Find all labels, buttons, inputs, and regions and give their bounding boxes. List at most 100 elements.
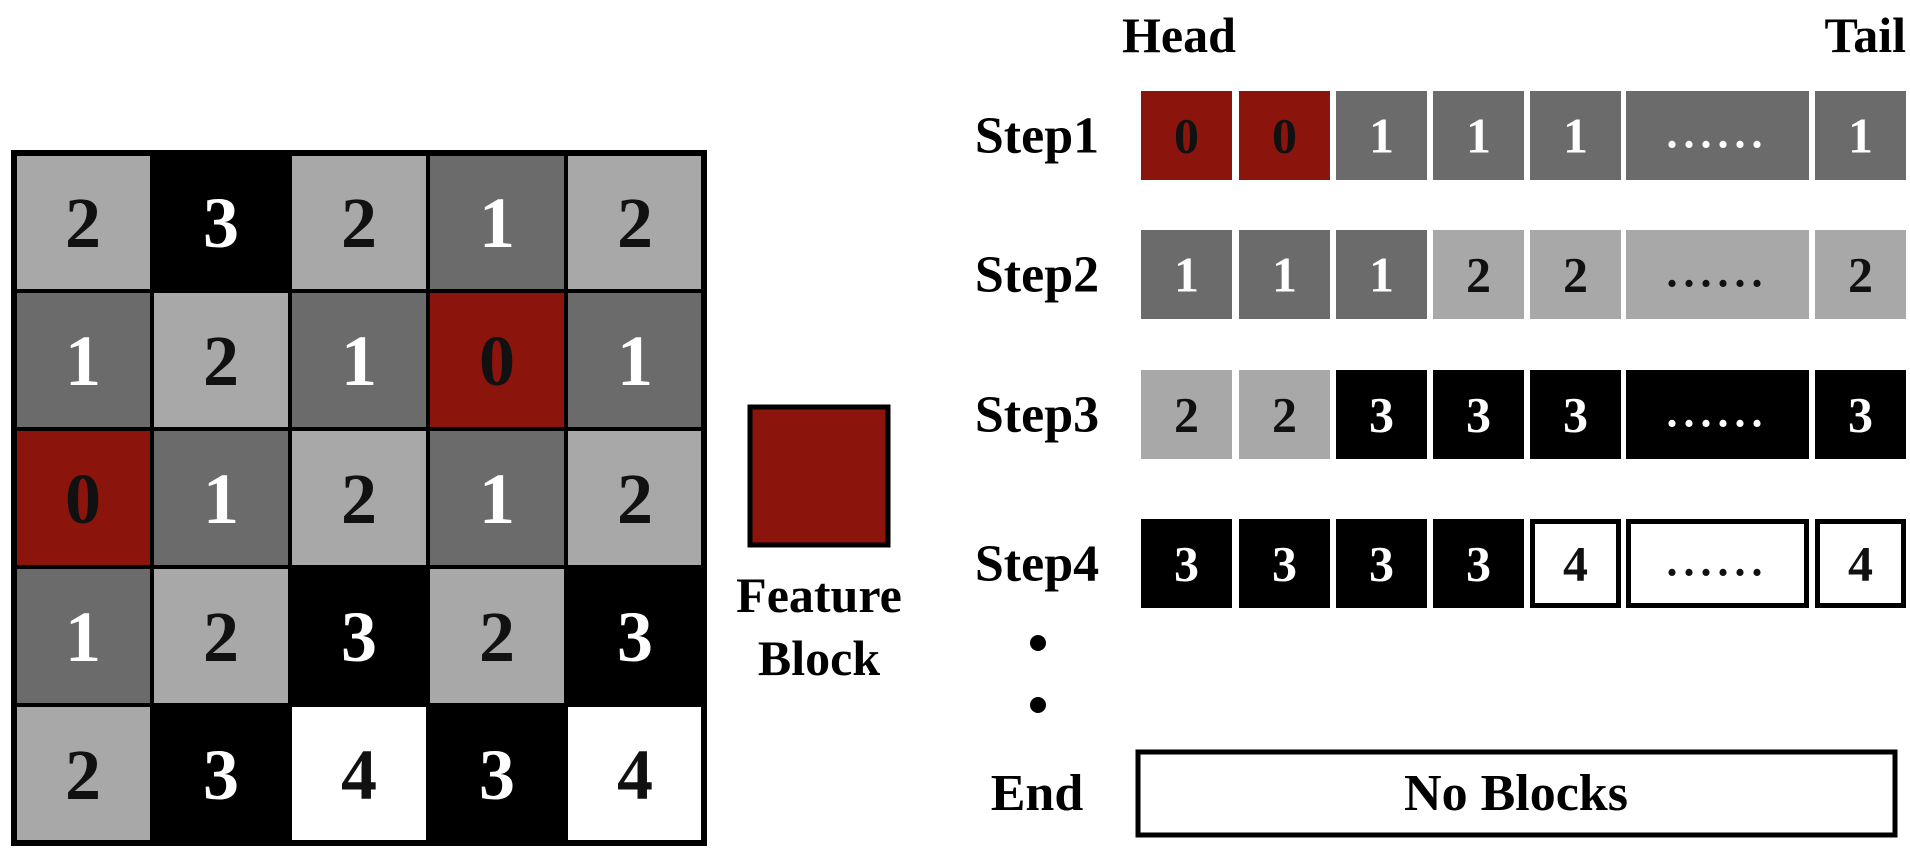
queue-cell-value: 3 <box>1369 387 1394 443</box>
grid-cell-value: 4 <box>341 735 377 815</box>
queue-cell <box>1815 91 1906 180</box>
grid-border <box>11 150 707 846</box>
queue-cell <box>1530 230 1621 319</box>
queue-cell-value: 4 <box>1563 536 1588 592</box>
grid-cell <box>150 151 292 293</box>
queue-cell-ellipsis: ...... <box>1667 248 1769 297</box>
queue-cell-value: 1 <box>1848 108 1873 164</box>
grid-cell-value: 2 <box>617 459 653 539</box>
queue-cell <box>1530 370 1621 459</box>
end-box <box>1135 749 1898 838</box>
queue-cell <box>1336 519 1427 608</box>
grid-cell-value: 1 <box>479 459 515 539</box>
queue-cell <box>1336 230 1427 319</box>
grid-cell-value: 2 <box>65 183 101 263</box>
queue-cell-value: 3 <box>1369 536 1394 592</box>
queue-cell <box>1530 91 1621 180</box>
queue-cell <box>1626 91 1809 180</box>
feature-block-legend: Feature Block <box>736 404 902 686</box>
queue-cell-value: 3 <box>1466 387 1491 443</box>
grid-cell-value: 3 <box>341 597 377 677</box>
queue-cell-ellipsis: ...... <box>1667 388 1769 437</box>
queue-cell-value: 3 <box>1174 536 1199 592</box>
step-label: Step1 <box>975 108 1099 165</box>
grid-cell-value: 2 <box>203 597 239 677</box>
ellipsis-dot <box>1030 697 1046 713</box>
queue-cell <box>1626 370 1809 459</box>
queue-cell-value: 1 <box>1369 247 1394 303</box>
grid-cell-value: 0 <box>65 459 101 539</box>
grid-cell-value: 4 <box>617 735 653 815</box>
queue-cell <box>1815 230 1906 319</box>
queue-cell <box>1239 230 1330 319</box>
queue-cell-value: 2 <box>1563 247 1588 303</box>
queue-cell <box>1239 370 1330 459</box>
grid-cell-value: 1 <box>65 321 101 401</box>
queue-cell-value: 2 <box>1174 387 1199 443</box>
queue-cell-value: 1 <box>1563 108 1588 164</box>
queue-cell <box>1141 370 1232 459</box>
grid-cell-value: 3 <box>479 735 515 815</box>
queue-cell-ellipsis: ...... <box>1667 537 1769 586</box>
legend-label-line2: Block <box>758 630 880 686</box>
grid-cell-value: 1 <box>617 321 653 401</box>
queue-cell <box>1815 370 1906 459</box>
queue-cell <box>1815 519 1906 608</box>
end-label: End <box>991 765 1084 822</box>
grid-cell <box>288 565 430 707</box>
head-label: Head <box>1122 7 1236 63</box>
grid-cell <box>150 427 292 569</box>
grid-cell <box>564 565 706 707</box>
queue-cell <box>1336 370 1427 459</box>
feature-block-swatch <box>747 404 891 548</box>
legend-label-line1: Feature <box>736 567 902 623</box>
grid-cell-value: 1 <box>65 597 101 677</box>
queue-cell-value: 1 <box>1369 108 1394 164</box>
queue-cell <box>1141 91 1232 180</box>
queue-cell <box>1530 519 1621 608</box>
queue-cell <box>1626 230 1809 319</box>
grid-cell-value: 2 <box>341 459 377 539</box>
step-label: Step4 <box>975 536 1099 593</box>
vertical-ellipsis <box>1030 635 1046 713</box>
grid-cell-value: 3 <box>203 183 239 263</box>
queue-cell <box>1433 91 1524 180</box>
grid-cell-value: 0 <box>479 321 515 401</box>
grid-cell-value: 2 <box>203 321 239 401</box>
queue-cell-value: 2 <box>1848 247 1873 303</box>
queue-cell-value: 3 <box>1466 536 1491 592</box>
end-text: No Blocks <box>1404 765 1628 822</box>
step-label: Step2 <box>975 247 1099 304</box>
grid-cell <box>426 427 568 569</box>
queue-cell-value: 3 <box>1848 387 1873 443</box>
queue-cell-value: 0 <box>1272 108 1297 164</box>
queue-cell-value: 2 <box>1466 247 1491 303</box>
grid-cell <box>150 565 292 707</box>
grid-cell-value: 1 <box>341 321 377 401</box>
queue-cell <box>1239 519 1330 608</box>
step-label: Step3 <box>975 387 1099 444</box>
queue-cell <box>1336 91 1427 180</box>
grid-cell-value: 2 <box>341 183 377 263</box>
grid-cell <box>426 565 568 707</box>
queue-cell-value: 4 <box>1848 536 1873 592</box>
queue-cell-value: 1 <box>1466 108 1491 164</box>
grid-cell <box>150 703 292 845</box>
queue-cell-value: 0 <box>1174 108 1199 164</box>
queue-cell-value: 2 <box>1272 387 1297 443</box>
grid-cell-value: 1 <box>203 459 239 539</box>
grid-cell-value: 2 <box>65 735 101 815</box>
queue-cell-value: 3 <box>1563 387 1588 443</box>
queue-cell <box>1433 519 1524 608</box>
queue-cell-value: 1 <box>1174 247 1199 303</box>
grid-cell-value: 2 <box>479 597 515 677</box>
grid-cell-value: 1 <box>479 183 515 263</box>
queue-cell-ellipsis: ...... <box>1667 109 1769 158</box>
queue-cell-value: 3 <box>1272 536 1297 592</box>
queue-cell <box>1141 230 1232 319</box>
queue-cell-value: 1 <box>1272 247 1297 303</box>
queue-cell <box>1626 519 1809 608</box>
